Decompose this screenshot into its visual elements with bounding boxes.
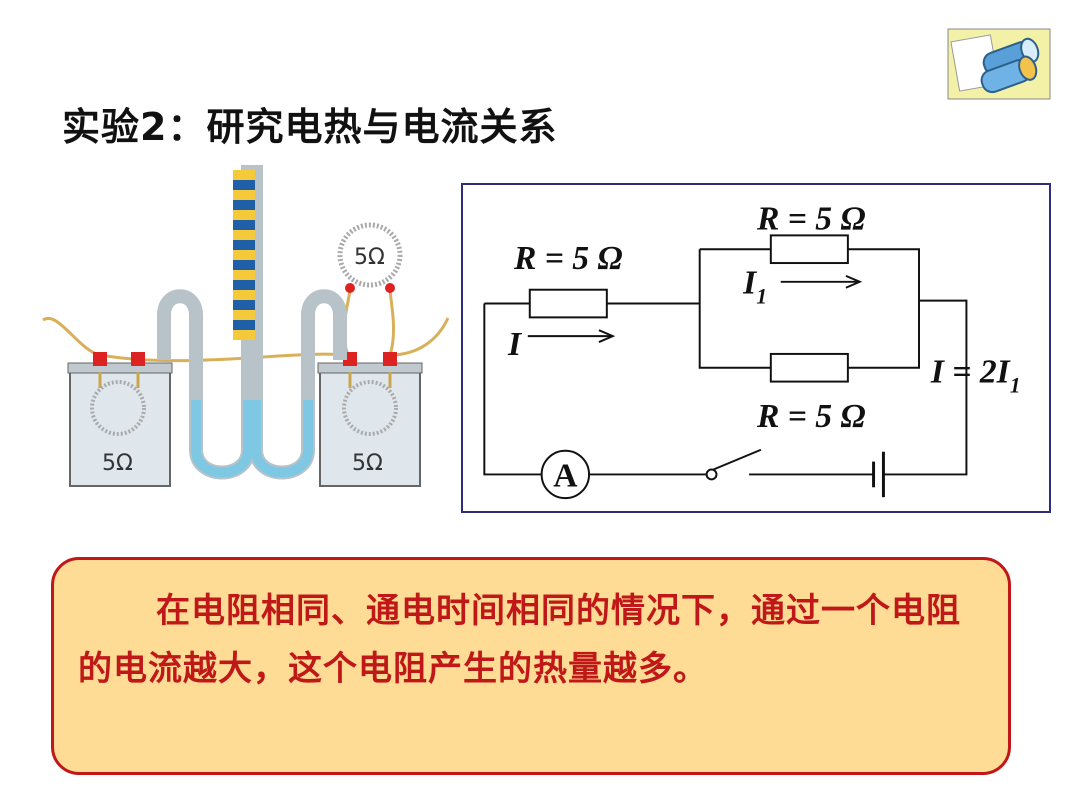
right-box-label: 5Ω [352,451,383,476]
conclusion-box: 在电阻相同、通电时间相同的情况下，通过一个电阻的电流越大，这个电阻产生的热量越多… [51,557,1011,775]
current-relation-label: I = 2I1 [930,354,1021,398]
ammeter: A [540,449,591,500]
main-current-label: I [507,326,523,363]
main-current-arrow [527,329,616,343]
top-resistor-label: R = 5 Ω [756,200,866,237]
branch-current-arrow [780,274,863,289]
bottom-resistor [769,352,849,383]
top-resistor [769,234,849,265]
branch-current-label: I1 [742,265,767,309]
left-resistor [528,288,608,319]
binocular-icon[interactable] [947,28,1051,100]
ammeter-label: A [553,457,577,494]
page-title: 实验2：研究电热与电流关系 [62,105,558,149]
left-box-label: 5Ω [102,451,133,476]
switch-contact [705,468,718,481]
conclusion-text: 在电阻相同、通电时间相同的情况下，通过一个电阻的电流越大，这个电阻产生的热量越多… [78,591,961,689]
bottom-resistor-label: R = 5 Ω [756,398,866,435]
circuit-diagram: A R = 5 Ω R = 5 Ω R = 5 Ω I I1 I = 2I1 [461,183,1051,513]
extra-resistor-label: 5Ω [354,245,385,270]
experiment-apparatus: 5Ω 5Ω 5Ω [42,165,450,487]
left-resistor-label: R = 5 Ω [513,240,623,277]
